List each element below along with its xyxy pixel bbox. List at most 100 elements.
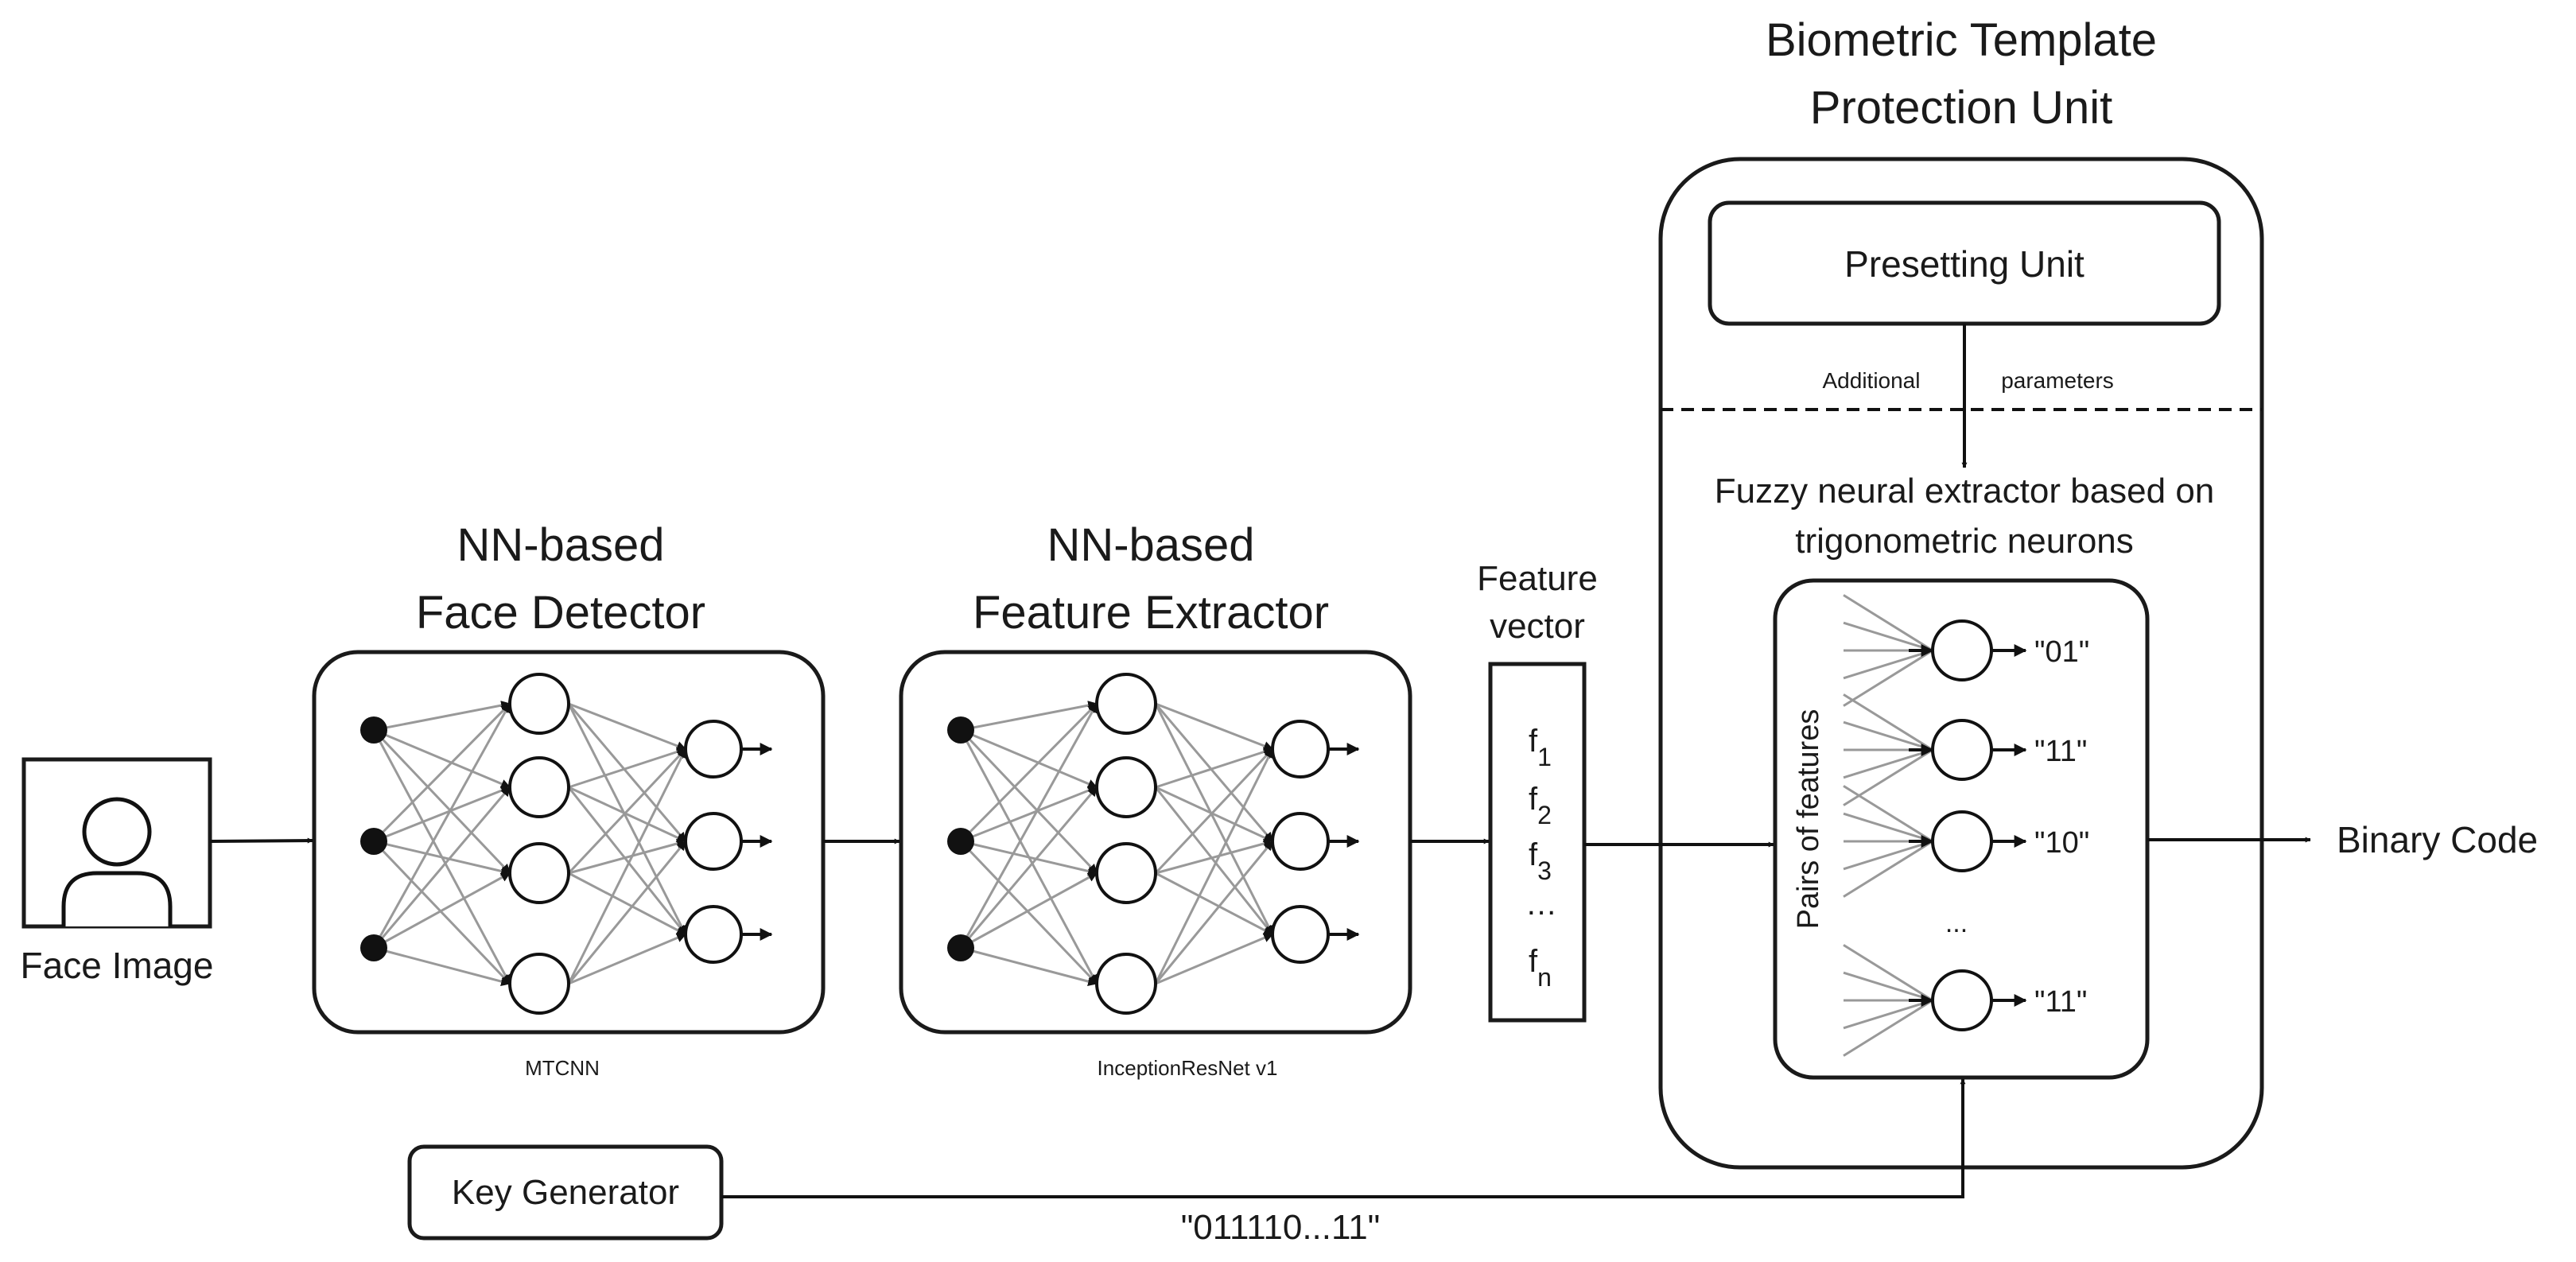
feature-vector-block: Feature vector f1 f2 f3… fn [1477, 559, 1598, 1023]
pair-feature-edge [1843, 944, 1933, 1002]
parameters-label: parameters [2001, 368, 2114, 393]
feature-extractor-output-neuron [1271, 720, 1330, 779]
face-detector-edge [568, 933, 687, 985]
key-generator-label: Key Generator [452, 1173, 679, 1212]
face-detector-edge [567, 747, 687, 875]
feature-vector-item: fn [1529, 944, 1552, 992]
face-detector-edge [567, 841, 687, 984]
pair-feature-edge [1843, 999, 1933, 1030]
face-detector-edge [567, 786, 687, 935]
feature-vector-title-line1: Feature [1477, 559, 1598, 598]
face-detector-input-node [360, 828, 387, 855]
pair-feature-edge [1843, 720, 1933, 751]
feature-extractor-edge [1155, 872, 1274, 936]
key-arrow [721, 1078, 1966, 1198]
face-detector-caption: MTCNN [525, 1056, 600, 1080]
face-detector-input-node [360, 716, 387, 744]
face-detector-edge [372, 840, 511, 985]
face-detector-edge [567, 703, 687, 936]
face-detector-output-neuron [684, 720, 743, 779]
face-detector-title-line1: NN-based [457, 519, 664, 571]
feature-extractor-edge [960, 946, 1098, 987]
key-generator-block: Key Generator "011110...11" [407, 1078, 1966, 1247]
feature-extractor-edge [960, 728, 1098, 789]
face-detector-network [360, 673, 773, 1015]
feature-extractor-edge [960, 840, 1098, 876]
face-detector-edge [568, 872, 687, 936]
pair-feature-edge [1843, 594, 1933, 652]
feature-extractor-input-node [947, 828, 974, 855]
face-detector-edge [372, 786, 511, 949]
pair-feature-edge [1843, 649, 1933, 680]
face-detector-edge [568, 702, 687, 751]
presetting-unit-label: Presetting Unit [1844, 243, 2085, 285]
pair-feature-edge [1843, 748, 1933, 779]
face-detector-edge [567, 703, 687, 842]
feature-extractor-edge [959, 840, 1098, 985]
face-image-block: Face Image [21, 757, 214, 986]
feature-vector-item: f2 [1529, 782, 1552, 829]
pairs-of-features-label: Pairs of features [1792, 709, 1825, 930]
pair-feature-edge [1843, 649, 1933, 707]
btp-unit-title-line1: Biometric Template [1766, 14, 2157, 66]
pair-feature-edge [1843, 621, 1933, 652]
feature-extractor-edge [1155, 839, 1274, 875]
feature-extractor-title-line1: NN-based [1047, 519, 1254, 571]
feature-vector-item: f1 [1529, 724, 1552, 771]
feature-extractor-input-node [947, 934, 974, 961]
face-detector-edge [568, 839, 687, 875]
feature-extractor-edge [959, 786, 1098, 949]
feature-extractor-edge [1155, 702, 1274, 751]
feature-extractor-edge [960, 786, 1098, 843]
face-detector-hidden-neuron [508, 756, 570, 818]
feature-extractor-hidden-neuron [1095, 756, 1157, 818]
feature-extractor-caption: InceptionResNet v1 [1098, 1056, 1278, 1080]
face-detector-edge [373, 840, 511, 876]
feature-extractor-block: NN-based Feature Extractor InceptionResN… [899, 519, 1412, 1080]
face-detector-block: NN-based Face Detector MTCNN [312, 519, 826, 1080]
feature-vector-item: … [1525, 887, 1557, 922]
neurons-ellipsis: ... [1945, 908, 1968, 938]
feature-extractor-hidden-neuron [1095, 953, 1157, 1015]
trigonometric-neurons: "01""11""10""11" [1843, 594, 2089, 1057]
btp-unit-title-line2: Protection Unit [1810, 82, 2112, 134]
face-detector-output-neuron [684, 812, 743, 871]
trig-neuron [1931, 969, 1993, 1031]
person-silhouette-icon [61, 797, 173, 926]
feature-extractor-edge [1154, 841, 1274, 984]
face-image-label: Face Image [21, 945, 214, 986]
feature-extractor-edge [1154, 703, 1274, 936]
face-detector-edge [568, 786, 687, 843]
pair-feature-edge [1843, 840, 1933, 898]
face-detector-output-neuron [684, 905, 743, 964]
neuron-output-bits: "11" [2034, 985, 2087, 1019]
face-detector-hidden-neuron [508, 673, 570, 735]
feature-extractor-edge [1154, 747, 1274, 875]
fuzzy-extractor-title-line2: trigonometric neurons [1795, 522, 2134, 561]
pair-feature-edge [1843, 840, 1933, 871]
pair-feature-edge [1843, 812, 1933, 843]
feature-extractor-output-neuron [1271, 812, 1330, 871]
trig-neuron [1931, 719, 1993, 781]
fuzzy-extractor-title-line1: Fuzzy neural extractor based on [1715, 472, 2215, 511]
face-detector-edge [567, 747, 687, 984]
feature-extractor-edge [1154, 786, 1274, 935]
feature-vector-items: f1 f2 f3… fn [1525, 724, 1557, 992]
feature-extractor-edge [959, 702, 1098, 949]
neuron-output-bits: "11" [2034, 735, 2087, 768]
trig-neuron [1931, 619, 1993, 681]
pair-feature-edge [1843, 999, 1933, 1057]
feature-vector-item: f3 [1529, 837, 1552, 885]
feature-extractor-edge [959, 702, 1098, 843]
feature-vector-title-line2: vector [1490, 607, 1585, 646]
pair-feature-edge [1843, 785, 1933, 843]
face-detector-edge [373, 946, 511, 987]
face-detector-edge [373, 701, 511, 732]
feature-extractor-edge [1154, 703, 1274, 842]
key-value-label: "011110...11" [1181, 1208, 1381, 1247]
feature-extractor-network [947, 673, 1360, 1015]
face-detector-hidden-neuron [508, 953, 570, 1015]
face-detector-edge [373, 786, 511, 843]
binary-code-label: Binary Code [2337, 819, 2538, 860]
